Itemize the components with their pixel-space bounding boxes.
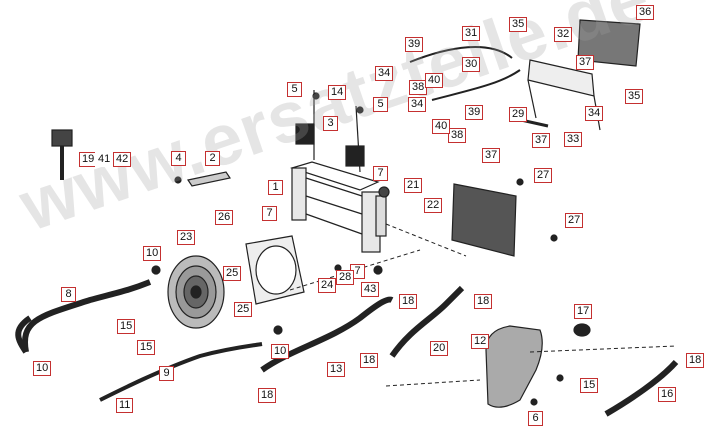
hose-16 (604, 359, 679, 417)
callout-25-b: 25 (234, 302, 253, 317)
callout-31: 31 (462, 26, 481, 41)
callout-3: 3 (323, 116, 338, 131)
callout-30: 30 (462, 57, 481, 72)
callout-26: 26 (215, 210, 234, 225)
callout-21: 21 (404, 178, 423, 193)
callout-37-c: 37 (482, 148, 501, 163)
callout-6: 6 (528, 411, 543, 426)
callout-22: 22 (424, 198, 443, 213)
callout-34-b: 34 (408, 97, 427, 112)
callout-18-c: 18 (360, 353, 379, 368)
callout-1: 1 (268, 180, 283, 195)
callout-37-b: 37 (532, 133, 551, 148)
callout-40-b: 40 (432, 119, 451, 134)
callout-11: 11 (116, 398, 134, 413)
pipe-30 (431, 69, 521, 101)
sensor-assembly (51, 129, 73, 180)
callout-24: 24 (318, 278, 337, 293)
callout-5-left: 5 (287, 82, 302, 97)
callout-27-b: 27 (565, 213, 584, 228)
callout-39-b: 39 (465, 105, 484, 120)
hose-20 (389, 285, 465, 358)
callout-29: 29 (509, 107, 528, 122)
callout-27-a: 27 (534, 168, 553, 183)
callout-12: 12 (471, 334, 490, 349)
radiator-frame (289, 161, 390, 253)
callout-35-a: 35 (509, 17, 528, 32)
callout-25-a: 25 (223, 266, 242, 281)
callout-4: 4 (171, 151, 186, 166)
callout-15-c: 15 (580, 378, 599, 393)
callout-33: 33 (564, 132, 583, 147)
callout-42: 42 (113, 152, 132, 167)
callout-10-c: 10 (33, 361, 52, 376)
callout-35-b: 35 (625, 89, 644, 104)
callout-2: 2 (205, 151, 220, 166)
pipe-31 (409, 46, 513, 63)
callout-14: 14 (328, 85, 347, 100)
callout-39-a: 39 (405, 37, 424, 52)
bracket-small (174, 171, 231, 187)
callout-38-b: 38 (448, 128, 467, 143)
callout-28: 28 (336, 270, 355, 285)
callout-34-c: 34 (585, 106, 604, 121)
callout-20: 20 (430, 341, 449, 356)
callout-15-a: 15 (117, 319, 136, 334)
callout-23: 23 (177, 230, 196, 245)
callout-16: 16 (658, 387, 677, 402)
oil-cooler-grille (577, 19, 641, 67)
callout-8: 8 (61, 287, 76, 302)
callout-15-b: 15 (137, 340, 156, 355)
callout-18-a: 18 (399, 294, 418, 309)
bolts (151, 92, 564, 406)
hose-9 (99, 342, 263, 402)
callout-41: 41 (95, 152, 114, 167)
callout-34-a: 34 (375, 66, 394, 81)
callout-17: 17 (574, 304, 593, 319)
bracket-upper (295, 90, 365, 173)
tank-cap (573, 323, 591, 337)
coolant-tank (485, 325, 543, 408)
callout-18-d: 18 (258, 388, 277, 403)
fan (167, 255, 225, 329)
callout-10-a: 10 (143, 246, 162, 261)
callout-37-a: 37 (576, 55, 595, 70)
callout-7-a: 7 (262, 206, 277, 221)
callout-40-a: 40 (425, 73, 444, 88)
callout-36: 36 (636, 5, 655, 20)
callout-13: 13 (327, 362, 346, 377)
radiator-grille (451, 183, 517, 257)
callout-43: 43 (361, 282, 380, 297)
callout-7-b: 7 (373, 166, 388, 181)
callout-10-b: 10 (271, 344, 290, 359)
callout-9: 9 (159, 366, 174, 381)
callout-18-b: 18 (474, 294, 493, 309)
fan-shroud (245, 235, 305, 305)
callout-5-right: 5 (373, 97, 388, 112)
callout-18-e: 18 (686, 353, 705, 368)
hose-8 (22, 279, 152, 353)
callout-32: 32 (554, 27, 573, 42)
